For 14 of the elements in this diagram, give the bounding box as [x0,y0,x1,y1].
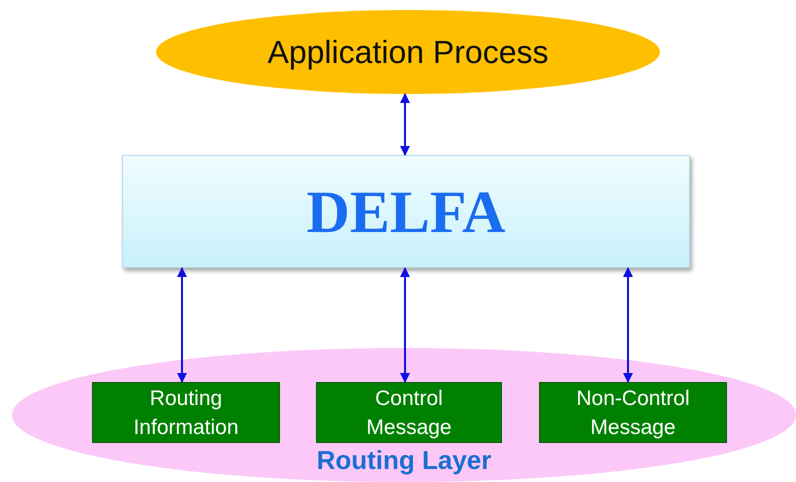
double-arrow [400,93,410,156]
node-label: Application Process [267,35,549,69]
module-box [122,155,690,268]
node-label: Routing Information [132,386,240,440]
node-label: Control Message [365,386,453,440]
double-arrow [400,267,410,383]
double-arrow [177,267,187,383]
node-label: DELFA [306,178,506,246]
component-box [92,382,280,443]
layer-label: Routing Layer [316,444,492,477]
node-label: Non-Control Message [575,386,691,440]
component-box [539,382,727,443]
component-box [316,382,502,443]
double-arrow [623,267,633,383]
